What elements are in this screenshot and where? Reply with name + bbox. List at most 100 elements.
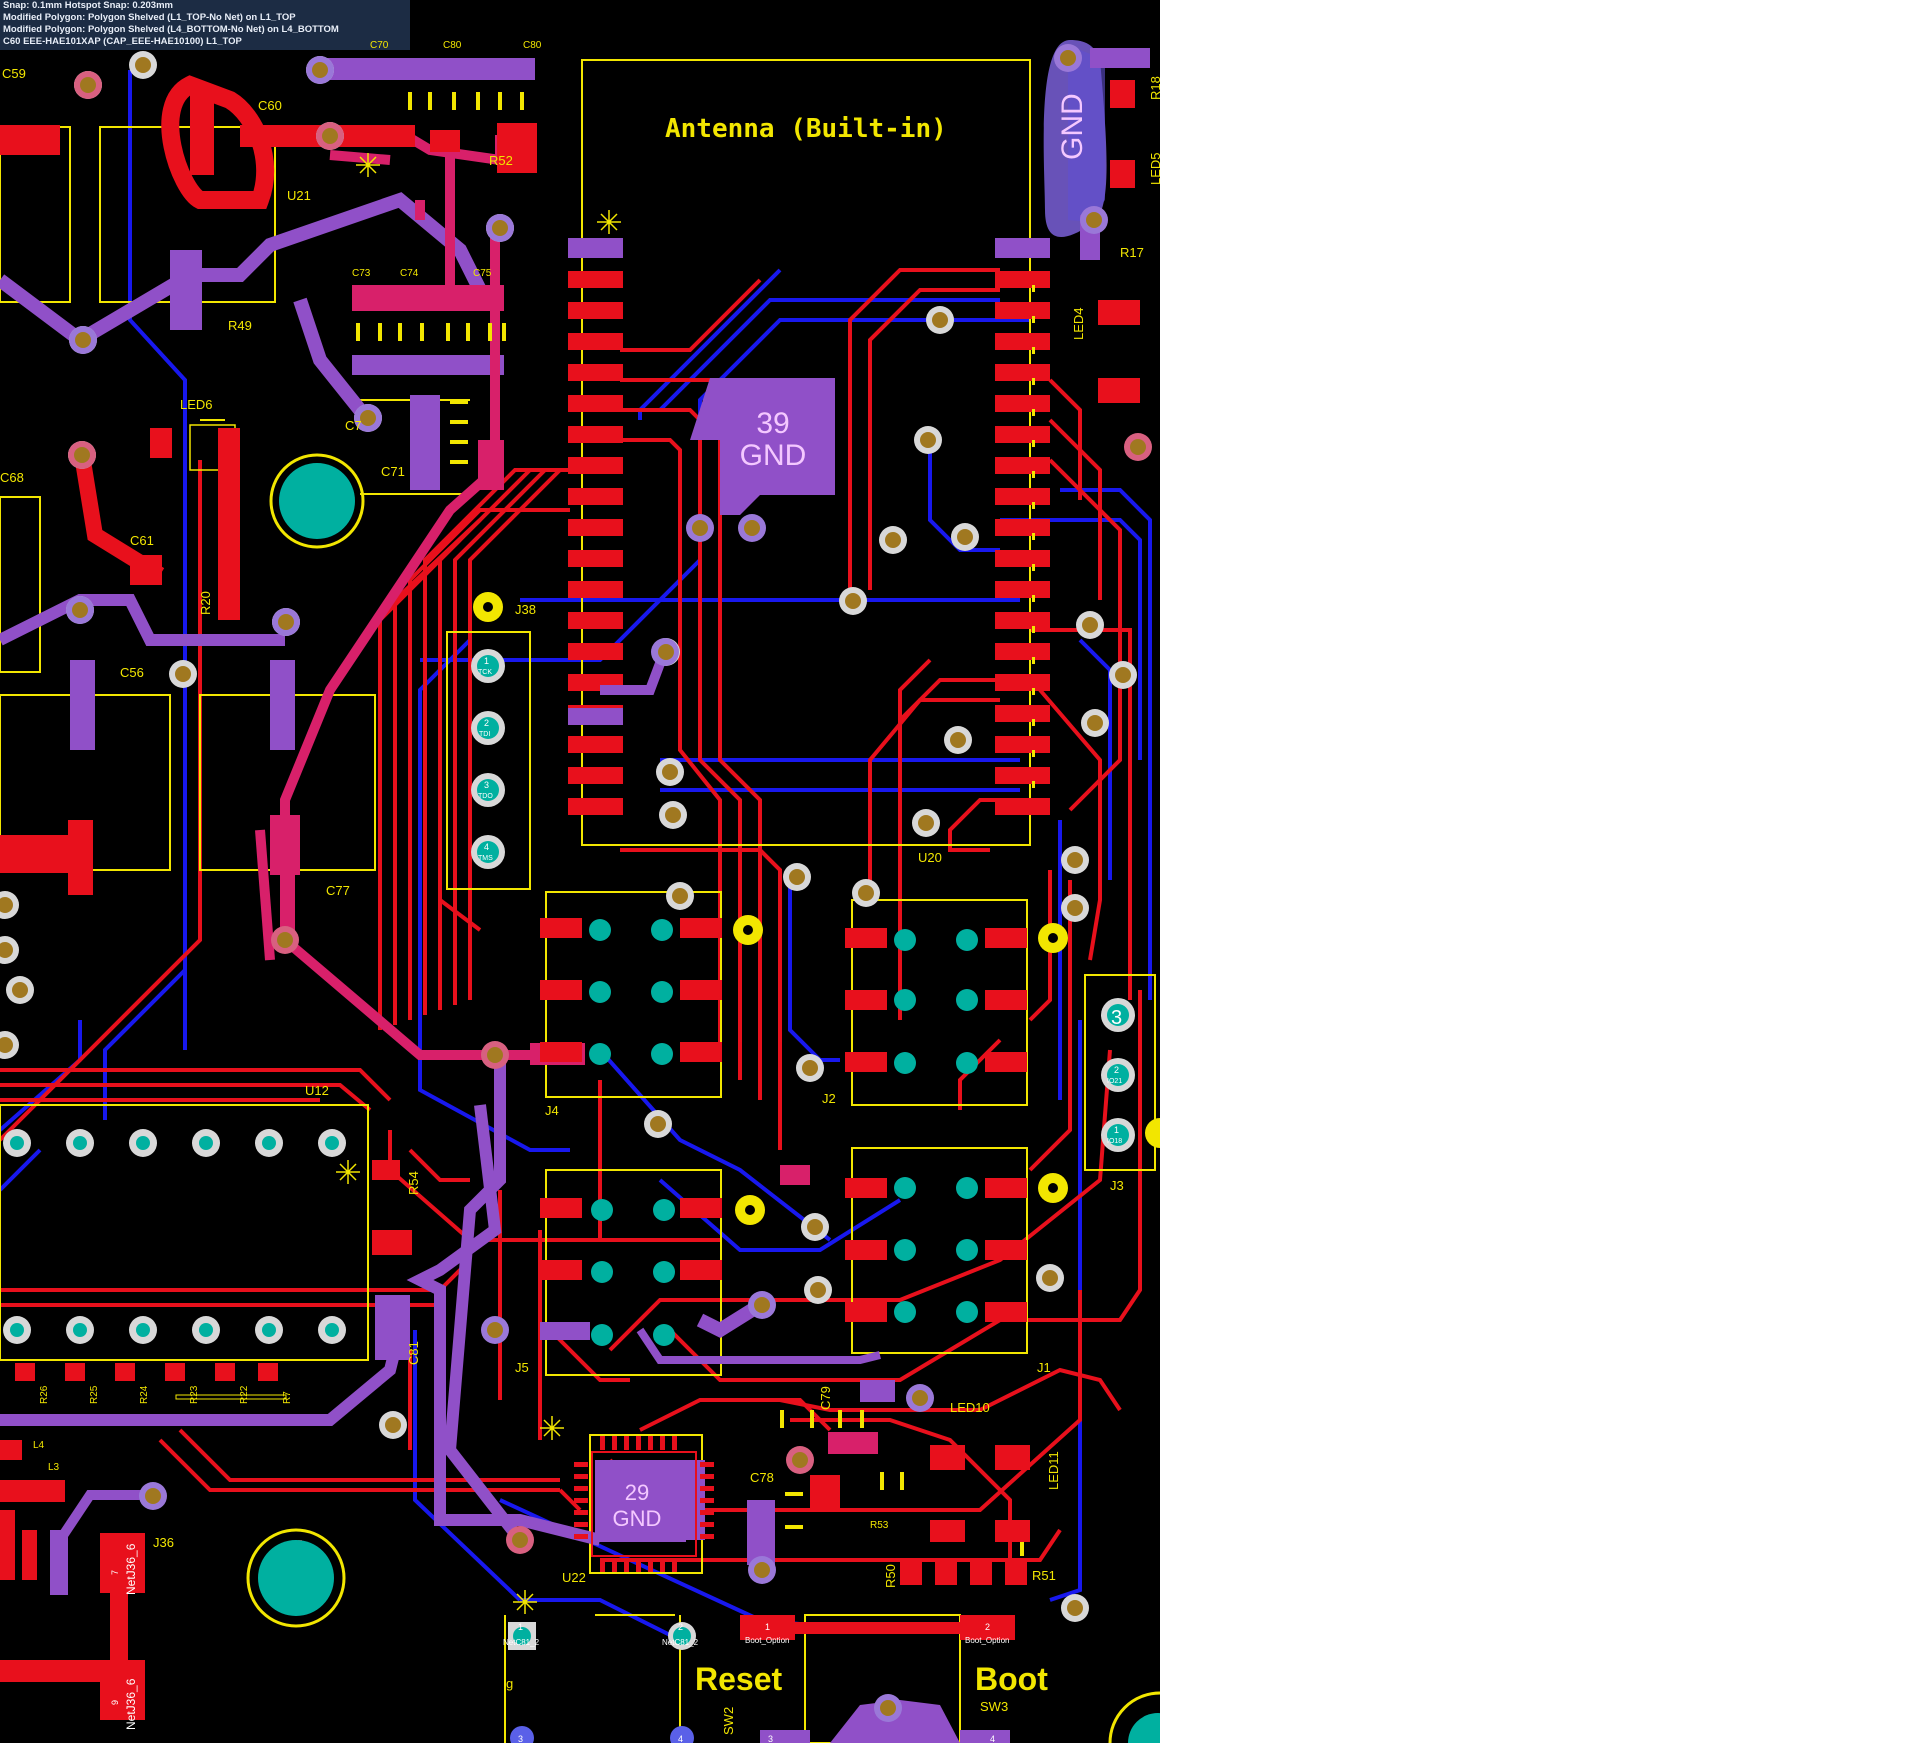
designator-j2: J2 <box>822 1091 836 1106</box>
designator-c81: C81 <box>406 1341 421 1365</box>
j38-pad-number: 2 <box>484 718 489 728</box>
resistor-label: R7 <box>282 1391 293 1404</box>
j36-pad-number: 7 <box>110 1570 120 1575</box>
status-overlay: Snap: 0.1mm Hotspot Snap: 0.203mm Modifi… <box>0 0 410 50</box>
j3-pad-number: 3 <box>1111 1007 1122 1029</box>
designator-c71: C71 <box>381 464 405 479</box>
sw2-pad-number: 4 <box>678 1734 683 1743</box>
j3-pad-number: 1 <box>1114 1125 1119 1135</box>
component-labels: Antenna (Built-in) Reset Boot C59 C60 C7… <box>0 40 1160 1735</box>
sw2-pad-number: 1 <box>518 1622 523 1632</box>
designator-r51: R51 <box>1032 1568 1056 1583</box>
j38-pad-net: TMS <box>478 855 493 862</box>
sw3-pad-number: 4 <box>990 1734 995 1743</box>
designator-j3: J3 <box>1110 1178 1124 1193</box>
j3-pad-net: IO21 <box>1107 1078 1122 1085</box>
designator-led10: LED10 <box>950 1400 990 1415</box>
designator-c77: C77 <box>326 883 350 898</box>
sw3-pad-number: 3 <box>768 1734 773 1743</box>
j38-pad-number: 1 <box>484 656 489 666</box>
designator-j38: J38 <box>515 602 536 617</box>
designator-c78: C78 <box>750 1470 774 1485</box>
gnd-top-label: GND <box>1056 93 1089 160</box>
u22-gnd-label: GND <box>613 1506 662 1531</box>
designator-c73: C73 <box>352 268 371 279</box>
designator-u12: U12 <box>305 1083 329 1098</box>
resistor-label: R26 <box>39 1385 50 1404</box>
pcb-layout[interactable]: 39 GND GND 29 GND Antenna (Built-in) Res… <box>0 0 1160 1743</box>
designator-c68: C68 <box>0 470 24 485</box>
j36-pad-net: NetJ36_6 <box>124 1678 138 1730</box>
j38-pad-net: TDI <box>479 731 490 738</box>
sw3-pad-number: 2 <box>985 1622 990 1632</box>
j38-pad-net: TCK <box>478 669 492 676</box>
boot-label: Boot <box>975 1661 1048 1697</box>
j38-pad-number: 3 <box>484 780 489 790</box>
designator-r54: R54 <box>406 1171 421 1195</box>
sw3-pad-net: Boot_Option <box>965 1636 1009 1645</box>
origin-markers <box>336 153 621 1614</box>
pad-labels: 1 TCK 2 TDI 3 TDO 4 TMS 3 2 IO21 1 IO18 … <box>110 656 1122 1743</box>
designator-sw2: SW2 <box>721 1707 736 1735</box>
u22-chip[interactable] <box>574 1436 714 1572</box>
top-pads <box>0 75 1140 1720</box>
designator-j1: J1 <box>1037 1360 1051 1375</box>
designator-c61: C61 <box>130 533 154 548</box>
sw2-pad-net: NetC81_2 <box>503 1638 540 1647</box>
j38-pad-number: 4 <box>484 842 489 852</box>
gnd-number: 39 <box>756 407 789 440</box>
cap-ticks <box>356 92 1024 1556</box>
designator-l4: L4 <box>33 1440 45 1451</box>
designator-r52: R52 <box>489 153 513 168</box>
designator-r18: R18 <box>1148 76 1160 100</box>
bottom-copper-shapes <box>0 40 1150 1743</box>
pcb-canvas[interactable]: Snap: 0.1mm Hotspot Snap: 0.203mm Modifi… <box>0 0 1160 1743</box>
designator-j36: J36 <box>153 1535 174 1550</box>
u20-right-pads[interactable] <box>995 271 1050 815</box>
designator-u20: U20 <box>918 850 942 865</box>
designator-c70: C70 <box>370 40 389 51</box>
status-line: Snap: 0.1mm Hotspot Snap: 0.203mm <box>3 0 173 11</box>
j36-pad-number: 9 <box>110 1700 120 1705</box>
status-line: Modified Polygon: Polygon Shelved (L4_BO… <box>3 24 339 35</box>
u22-gnd-number: 29 <box>625 1480 649 1505</box>
designator-led5: LED5 <box>1148 152 1160 185</box>
j38-pad-net: TDO <box>478 793 493 800</box>
designator-c56: C56 <box>120 665 144 680</box>
resistor-label: R22 <box>239 1385 250 1404</box>
j3-pad-net: IO18 <box>1107 1138 1122 1145</box>
designator-led11: LED11 <box>1046 1451 1061 1490</box>
j36-pad-net: NetJ36_6 <box>124 1543 138 1595</box>
designator-u22: U22 <box>562 1570 586 1585</box>
status-line: Modified Polygon: Polygon Shelved (L1_TO… <box>3 12 296 23</box>
designator-l3: L3 <box>48 1462 60 1473</box>
designator-u21: U21 <box>287 188 311 203</box>
sw2-pad-number: 2 <box>678 1622 683 1632</box>
designator-j4: J4 <box>545 1103 559 1118</box>
antenna-label: Antenna (Built-in) <box>665 114 947 144</box>
designator-g: g <box>506 1676 513 1691</box>
resistor-label: R23 <box>189 1385 200 1404</box>
gnd-label: GND <box>740 439 807 472</box>
designator-r53: R53 <box>870 1520 889 1531</box>
sw3-pad-net: Boot_Option <box>745 1636 789 1645</box>
designator-c72: C7 <box>345 418 362 433</box>
designator-c60: C60 <box>258 98 282 113</box>
j38-header[interactable] <box>471 649 505 869</box>
designator-led4: LED4 <box>1071 307 1086 340</box>
designator-sw3: SW3 <box>980 1699 1008 1714</box>
u20-left-pads[interactable] <box>568 240 623 815</box>
vias <box>0 44 1160 1722</box>
designator-led6: LED6 <box>180 397 213 412</box>
u20-pad-ticks <box>1032 285 1035 788</box>
designator-r49: R49 <box>228 318 252 333</box>
designator-r50: R50 <box>883 1564 898 1588</box>
switch-pads[interactable] <box>508 1622 696 1743</box>
resistor-label: R25 <box>89 1385 100 1404</box>
sw2-pad-net: NetC81_2 <box>662 1638 699 1647</box>
designator-c74: C74 <box>400 268 419 279</box>
reset-label: Reset <box>695 1661 783 1697</box>
status-line: C60 EEE-HAE101XAP (CAP_EEE-HAE10100) L1_… <box>3 36 242 47</box>
designator-c75: C75 <box>473 268 492 279</box>
designator-c80b: C80 <box>523 40 542 51</box>
